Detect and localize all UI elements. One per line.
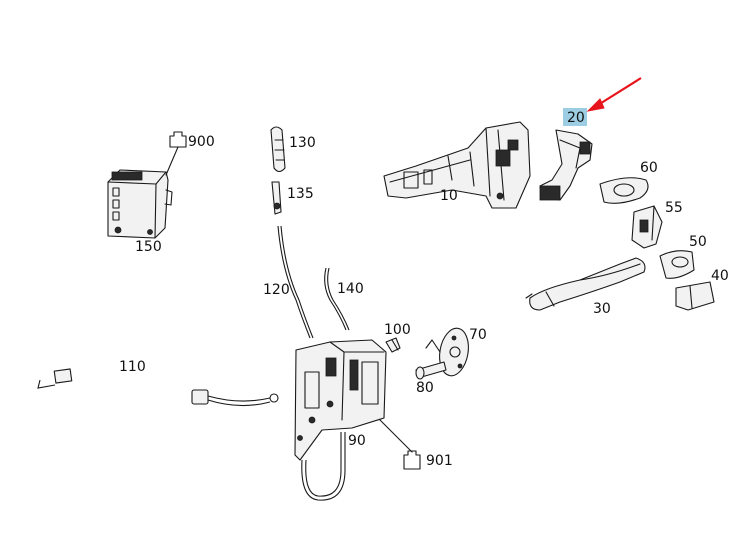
label-901: 901 [426,453,453,469]
part-130-rod[interactable] [270,126,286,173]
part-60-gasket[interactable] [599,177,649,204]
part-900-symbol [165,131,187,176]
label-40: 40 [711,268,729,284]
label-80: 80 [416,380,434,396]
label-135: 135 [287,186,314,202]
part-135-clip[interactable] [271,181,282,215]
part-120-rod[interactable] [277,225,314,339]
label-100: 100 [384,322,411,338]
label-130: 130 [289,135,316,151]
part-110-cable[interactable] [37,353,279,407]
part-10-handle-carrier[interactable] [383,121,531,209]
part-140-rod[interactable] [324,267,350,331]
part-80-pin[interactable] [415,361,447,380]
label-60: 60 [640,160,658,176]
part-70-striker[interactable] [425,326,472,378]
part-55-bracket[interactable] [631,205,663,249]
label-110: 110 [119,359,146,375]
part-20-highlight [563,108,587,126]
label-150: 150 [135,239,162,255]
part-90-lock[interactable] [294,339,387,501]
label-30: 30 [593,301,611,317]
red-arrow-icon [586,77,642,112]
label-90: 90 [348,433,366,449]
label-120: 120 [263,282,290,298]
label-70: 70 [469,327,487,343]
part-30-outer-handle[interactable] [525,257,646,311]
part-50-cap[interactable] [659,250,695,279]
label-50: 50 [689,234,707,250]
part-150-control-unit[interactable] [107,169,173,239]
label-20: 20 [567,110,585,126]
label-900: 900 [188,134,215,150]
label-10: 10 [440,188,458,204]
part-20-lever[interactable] [539,129,593,201]
part-40-cover[interactable] [675,281,715,311]
label-55: 55 [665,200,683,216]
part-100-bolt[interactable] [385,337,401,353]
part-901-symbol [379,419,421,470]
label-140: 140 [337,281,364,297]
